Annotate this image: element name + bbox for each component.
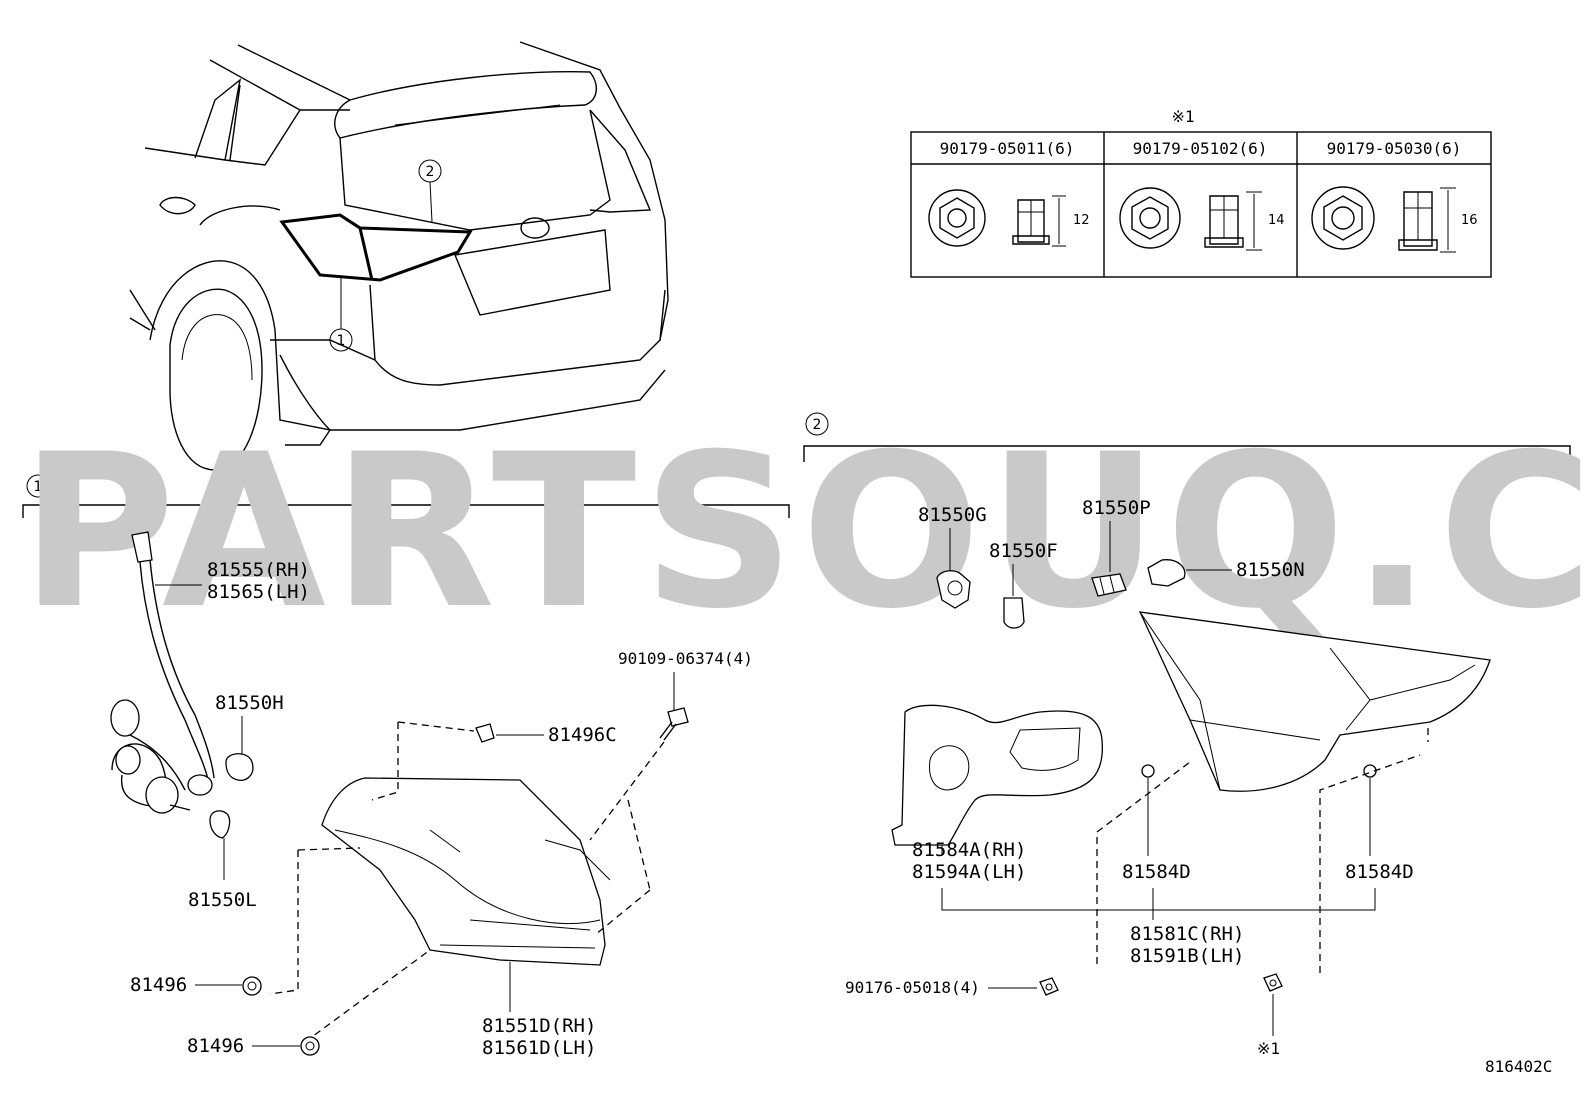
inner-tail-lamp <box>1138 611 1491 792</box>
flange-nut-side-icon <box>1204 191 1262 251</box>
part-label-81551d: 81551D(RH) <box>482 1015 596 1037</box>
part-label-81550n: 81550N <box>1236 559 1305 581</box>
vehicle-callout-1: 1 <box>337 333 346 349</box>
part-label-81584a: 81584A(RH) <box>912 839 1026 861</box>
part-label-81581c: 81581C(RH) <box>1130 923 1244 945</box>
bolt-table-col2-part: 90179-05102(6) <box>1133 139 1268 158</box>
part-label-81591b: 81591B(LH) <box>1130 945 1244 967</box>
part-label-81550h: 81550H <box>215 692 284 714</box>
group1-parts: 81555(RH) 81565(LH) 81550H 81550L 90109-… <box>110 531 753 1059</box>
wire-harness-icon <box>110 531 215 814</box>
part-label-81555rh: 81555(RH) <box>207 559 310 581</box>
bolt-table-frame <box>910 131 1492 278</box>
bolt-table-col2-size: 14 <box>1268 213 1285 228</box>
part-label-81594a: 81594A(LH) <box>912 861 1026 883</box>
group1-callout: 1 <box>34 479 43 495</box>
part-label-81550f: 81550F <box>989 540 1058 562</box>
bulb-socket-icon <box>936 570 971 609</box>
cushion-icon <box>1141 764 1155 778</box>
bulb-socket-icon <box>1091 573 1127 597</box>
bulb-icon <box>209 810 231 839</box>
hex-nut-icon <box>1119 187 1181 249</box>
hex-nut-icon <box>928 189 986 247</box>
outer-tail-lamp <box>321 777 611 966</box>
figure-code: 816402C <box>1485 1057 1552 1076</box>
clip-icon <box>475 723 495 743</box>
bolt-table-col1-part: 90179-05011(6) <box>940 139 1075 158</box>
bulb-icon <box>225 753 254 781</box>
nut-icon <box>1039 977 1059 996</box>
part-label-81496-b: 81496 <box>187 1035 244 1057</box>
part-label-81550p: 81550P <box>1082 497 1151 519</box>
flange-nut-side-icon <box>1398 187 1456 253</box>
bolt-table: ※1 90179-05011(6) 90179-05102(6) 90179-0… <box>910 107 1492 278</box>
group2-callout: 2 <box>813 417 822 433</box>
vehicle-callout-2: 2 <box>426 164 435 180</box>
part-label-star-ref: ※1 <box>1257 1039 1280 1058</box>
part-label-90109: 90109-06374(4) <box>618 649 753 668</box>
watermark: PARTSOUQ.COM <box>20 408 1592 655</box>
group2-bracket: 2 <box>803 412 1571 462</box>
flange-nut-side-icon <box>1012 195 1066 247</box>
screw-icon <box>659 707 689 741</box>
bolt-table-col3-part: 90179-05030(6) <box>1327 139 1462 158</box>
lamp-gasket <box>891 704 1104 846</box>
bolt-table-col3-size: 16 <box>1461 213 1478 228</box>
bolt-table-title: ※1 <box>1171 107 1194 126</box>
group2-parts: 81550G 81550F 81550P 81550N <box>845 497 1491 1058</box>
vehicle-overview: 2 1 <box>129 41 669 471</box>
part-label-81550g: 81550G <box>918 504 987 526</box>
part-label-81584d-1: 81584D <box>1122 861 1191 883</box>
hex-nut-icon <box>1311 186 1375 250</box>
part-label-81496-a: 81496 <box>130 974 187 996</box>
bulb-icon <box>1003 597 1025 629</box>
part-label-81550l: 81550L <box>188 889 257 911</box>
grommet-icon <box>242 976 262 996</box>
part-label-81496c: 81496C <box>548 724 617 746</box>
nut-icon <box>1263 973 1283 992</box>
part-label-81561d: 81561D(LH) <box>482 1037 596 1059</box>
bulb-icon <box>1147 559 1186 587</box>
part-label-81565lh: 81565(LH) <box>207 581 310 603</box>
grommet-icon <box>300 1036 320 1056</box>
part-label-90176: 90176-05018(4) <box>845 978 980 997</box>
group1-bracket: 1 <box>22 474 790 518</box>
part-label-81584d-2: 81584D <box>1345 861 1414 883</box>
bolt-table-col1-size: 12 <box>1073 213 1090 228</box>
